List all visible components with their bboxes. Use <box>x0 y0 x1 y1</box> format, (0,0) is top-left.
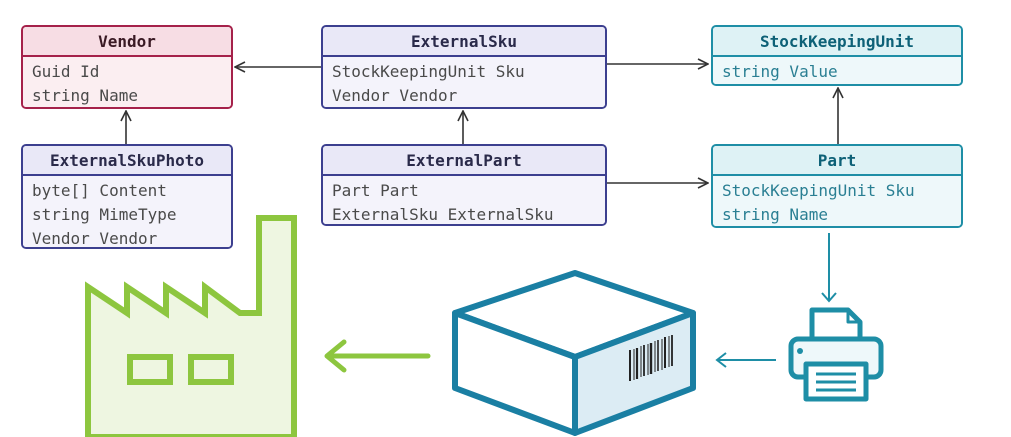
entity-title: Vendor <box>23 27 231 57</box>
entity-title: ExternalPart <box>323 146 605 176</box>
entity-field: StockKeepingUnit Sku <box>332 62 525 81</box>
entity-external-part: ExternalPart Part Part ExternalSku Exter… <box>321 144 607 226</box>
entity-vendor: Vendor Guid Id string Name <box>21 25 233 109</box>
entity-title: ExternalSku <box>323 27 605 57</box>
entity-field: Vendor Vendor <box>32 229 158 248</box>
entity-stock-keeping-unit: StockKeepingUnit string Value <box>711 25 963 86</box>
entity-title: ExternalSkuPhoto <box>23 146 231 176</box>
entity-fields: byte[] Content string MimeType Vendor Ve… <box>23 176 231 248</box>
entity-field: string MimeType <box>32 205 177 224</box>
entity-fields: string Value <box>713 57 961 84</box>
entity-external-sku-photo: ExternalSkuPhoto byte[] Content string M… <box>21 144 233 249</box>
entity-field: Vendor Vendor <box>332 86 458 105</box>
entity-field: byte[] Content <box>32 181 167 200</box>
entity-field: ExternalSku ExternalSku <box>332 205 554 224</box>
entity-title: Part <box>713 146 961 176</box>
entity-fields: StockKeepingUnit Sku string Name <box>713 176 961 226</box>
entity-field: string Name <box>722 205 828 224</box>
entity-field: string Name <box>32 86 138 105</box>
entity-fields: Guid Id string Name <box>23 57 231 107</box>
barcode-icon <box>629 335 673 381</box>
entity-fields: Part Part ExternalSku ExternalSku <box>323 176 605 224</box>
entity-field: Part Part <box>332 181 419 200</box>
entity-external-sku: ExternalSku StockKeepingUnit Sku Vendor … <box>321 25 607 109</box>
arrow-box-to-factory <box>324 339 431 373</box>
arrow-part-to-printer <box>821 233 837 303</box>
entity-field: StockKeepingUnit Sku <box>722 181 915 200</box>
entity-field: string Value <box>722 62 838 81</box>
package-box-icon <box>452 270 696 436</box>
printer-icon <box>788 307 884 402</box>
factory-icon <box>85 215 297 437</box>
entity-fields: StockKeepingUnit Sku Vendor Vendor <box>323 57 605 107</box>
entity-title: StockKeepingUnit <box>713 27 961 57</box>
entity-part: Part StockKeepingUnit Sku string Name <box>711 144 963 228</box>
arrow-printer-to-box <box>715 352 776 368</box>
entity-field: Guid Id <box>32 62 100 81</box>
